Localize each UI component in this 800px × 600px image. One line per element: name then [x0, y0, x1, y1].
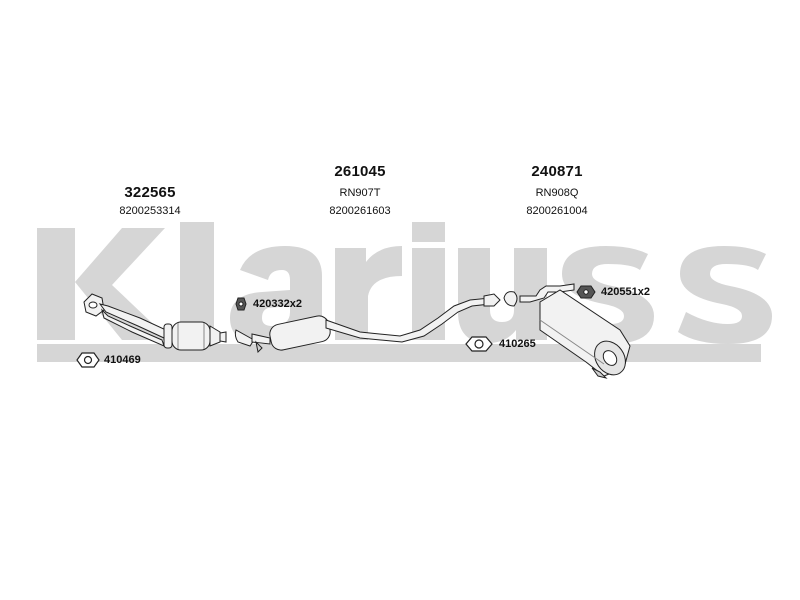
oe-number-322565: 8200253314: [119, 205, 181, 217]
accessory-code-420332x2: 420332x2: [253, 298, 302, 310]
rear-silencer-240871: [503, 283, 631, 379]
part-number-322565: 322565: [124, 184, 176, 201]
rubber-mount-icon: [576, 285, 596, 299]
gasket-icon: [76, 352, 100, 368]
part-number-261045: 261045: [334, 163, 386, 180]
rear-clamp: [503, 291, 518, 307]
oe-number-240871-a: RN908Q: [535, 187, 579, 199]
accessory-code-420551x2: 420551x2: [601, 286, 650, 298]
gasket-icon: [465, 336, 493, 352]
oe-number-261045-a: RN907T: [339, 187, 381, 199]
oe-number-240871-b: 8200261004: [526, 205, 588, 217]
rubber-mount-icon: [235, 297, 247, 311]
part-number-240871: 240871: [531, 163, 583, 180]
catalytic-converter-front-pipe-322565: [83, 293, 227, 351]
converter-inlet-cone: [163, 323, 173, 349]
accessory-code-410265: 410265: [499, 338, 536, 350]
oe-number-261045-b: 8200261603: [329, 205, 391, 217]
accessory-code-410469: 410469: [104, 354, 141, 366]
middle-silencer-pipe-261045: [234, 293, 501, 354]
